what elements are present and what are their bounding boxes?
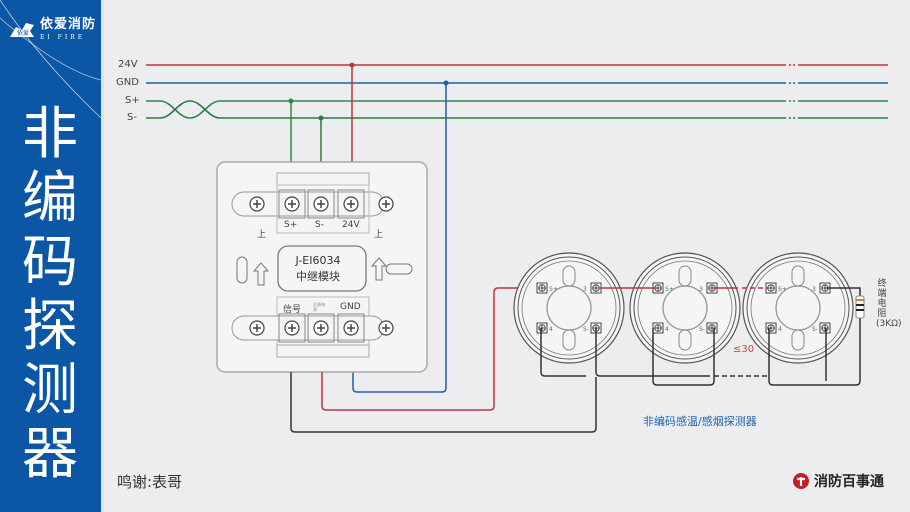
brand: 依爱 依爱消防 EI FIRE xyxy=(8,18,96,42)
detector-terminal-label: S+ xyxy=(665,286,674,293)
title-char: 探 xyxy=(22,294,78,359)
footer-brand-name: 消防百事通 xyxy=(814,474,884,490)
module-name: 中继模块 xyxy=(296,270,340,283)
terminal-label-24v: 24V xyxy=(342,220,360,230)
detector-base-2: S+ 3 4 S- xyxy=(629,252,741,364)
terminal-screws-bottom xyxy=(249,313,394,343)
bus-s-plus xyxy=(146,100,888,119)
title-char: 编 xyxy=(22,166,78,231)
detector-terminal-label: 3 xyxy=(699,286,703,293)
brand-name-cn: 依爱消防 xyxy=(40,17,97,32)
detector-terminal-label: S- xyxy=(699,326,705,333)
detector-terminal-label: S- xyxy=(812,326,818,333)
detector-terminal-icon xyxy=(536,322,548,334)
bus-s-minus xyxy=(146,100,888,119)
detector-terminal-label: 4 xyxy=(665,326,669,333)
svg-text:依爱: 依爱 xyxy=(17,29,29,37)
detector-caption: 非编码感温/感烟探测器 xyxy=(643,415,757,428)
detector-terminal-label: 4 xyxy=(778,326,782,333)
title-char: 测 xyxy=(22,358,78,423)
detector-terminal-label: S- xyxy=(583,326,589,333)
credit-text: 鸣谢:表哥 xyxy=(117,473,183,491)
detector-terminal-icon xyxy=(652,322,664,334)
bus-label-24v: 24V xyxy=(118,59,138,70)
up-mark-left: 上 xyxy=(257,230,267,240)
end-resistor-icon xyxy=(855,295,865,319)
bus-label-s-plus: S+ xyxy=(125,95,140,106)
footer-brand: 消防百事通 xyxy=(792,471,884,491)
module-label: J-EI6034 中继模块 xyxy=(276,253,360,285)
detector-terminal-label: 3 xyxy=(583,286,587,293)
detector-terminal-label: S+ xyxy=(778,286,787,293)
detector-terminal-label: 4 xyxy=(549,326,553,333)
bus-label-gnd: GND xyxy=(116,77,139,88)
max-detector-count: ≤30 xyxy=(733,344,755,355)
title-char: 器 xyxy=(22,422,78,487)
terminal-label-signal: 信号 xyxy=(283,305,302,315)
title-char: 码 xyxy=(22,230,78,295)
detector-terminal-label: S+ xyxy=(549,286,558,293)
decorative-arcs xyxy=(0,0,101,119)
detector-terminal-icon xyxy=(536,282,548,294)
terminal-label-gnd: GND xyxy=(340,302,361,312)
detector-terminal-icon xyxy=(706,322,718,334)
detector-base-1: S+ 3 4 S- xyxy=(513,252,625,364)
module-model: J-EI6034 xyxy=(295,254,341,267)
ei-fire-logo-icon: 依爱 xyxy=(10,23,34,37)
up-mark-right: 上 xyxy=(374,230,384,240)
detector-base-3: S+ 3 4 S- xyxy=(742,252,854,364)
page-title: 非 编 码 探 测 器 xyxy=(18,103,82,487)
terminal-label-feedback-power: 反馈电源 xyxy=(313,302,325,312)
brand-name-en: EI FIRE xyxy=(40,34,86,41)
terminal-label-s-plus: S+ xyxy=(284,220,298,230)
bus-label-s-minus: S- xyxy=(127,112,137,123)
terminal-screws-top xyxy=(249,189,394,219)
relay-module xyxy=(216,161,428,373)
end-resistor-label: 终端电阻(3KΩ) xyxy=(876,279,902,329)
detector-terminal-label: 3 xyxy=(812,286,816,293)
detector-terminal-icon xyxy=(590,282,602,294)
terminal-label-s-minus: S- xyxy=(315,220,324,230)
title-char: 非 xyxy=(22,102,78,167)
footer-brand-logo-icon xyxy=(793,473,809,489)
detector-terminal-icon xyxy=(819,322,831,334)
sidebar-edge xyxy=(101,0,104,512)
detector-terminal-icon xyxy=(765,322,777,334)
sidebar: 依爱 依爱消防 EI FIRE 非 编 码 探 测 器 xyxy=(0,0,101,512)
